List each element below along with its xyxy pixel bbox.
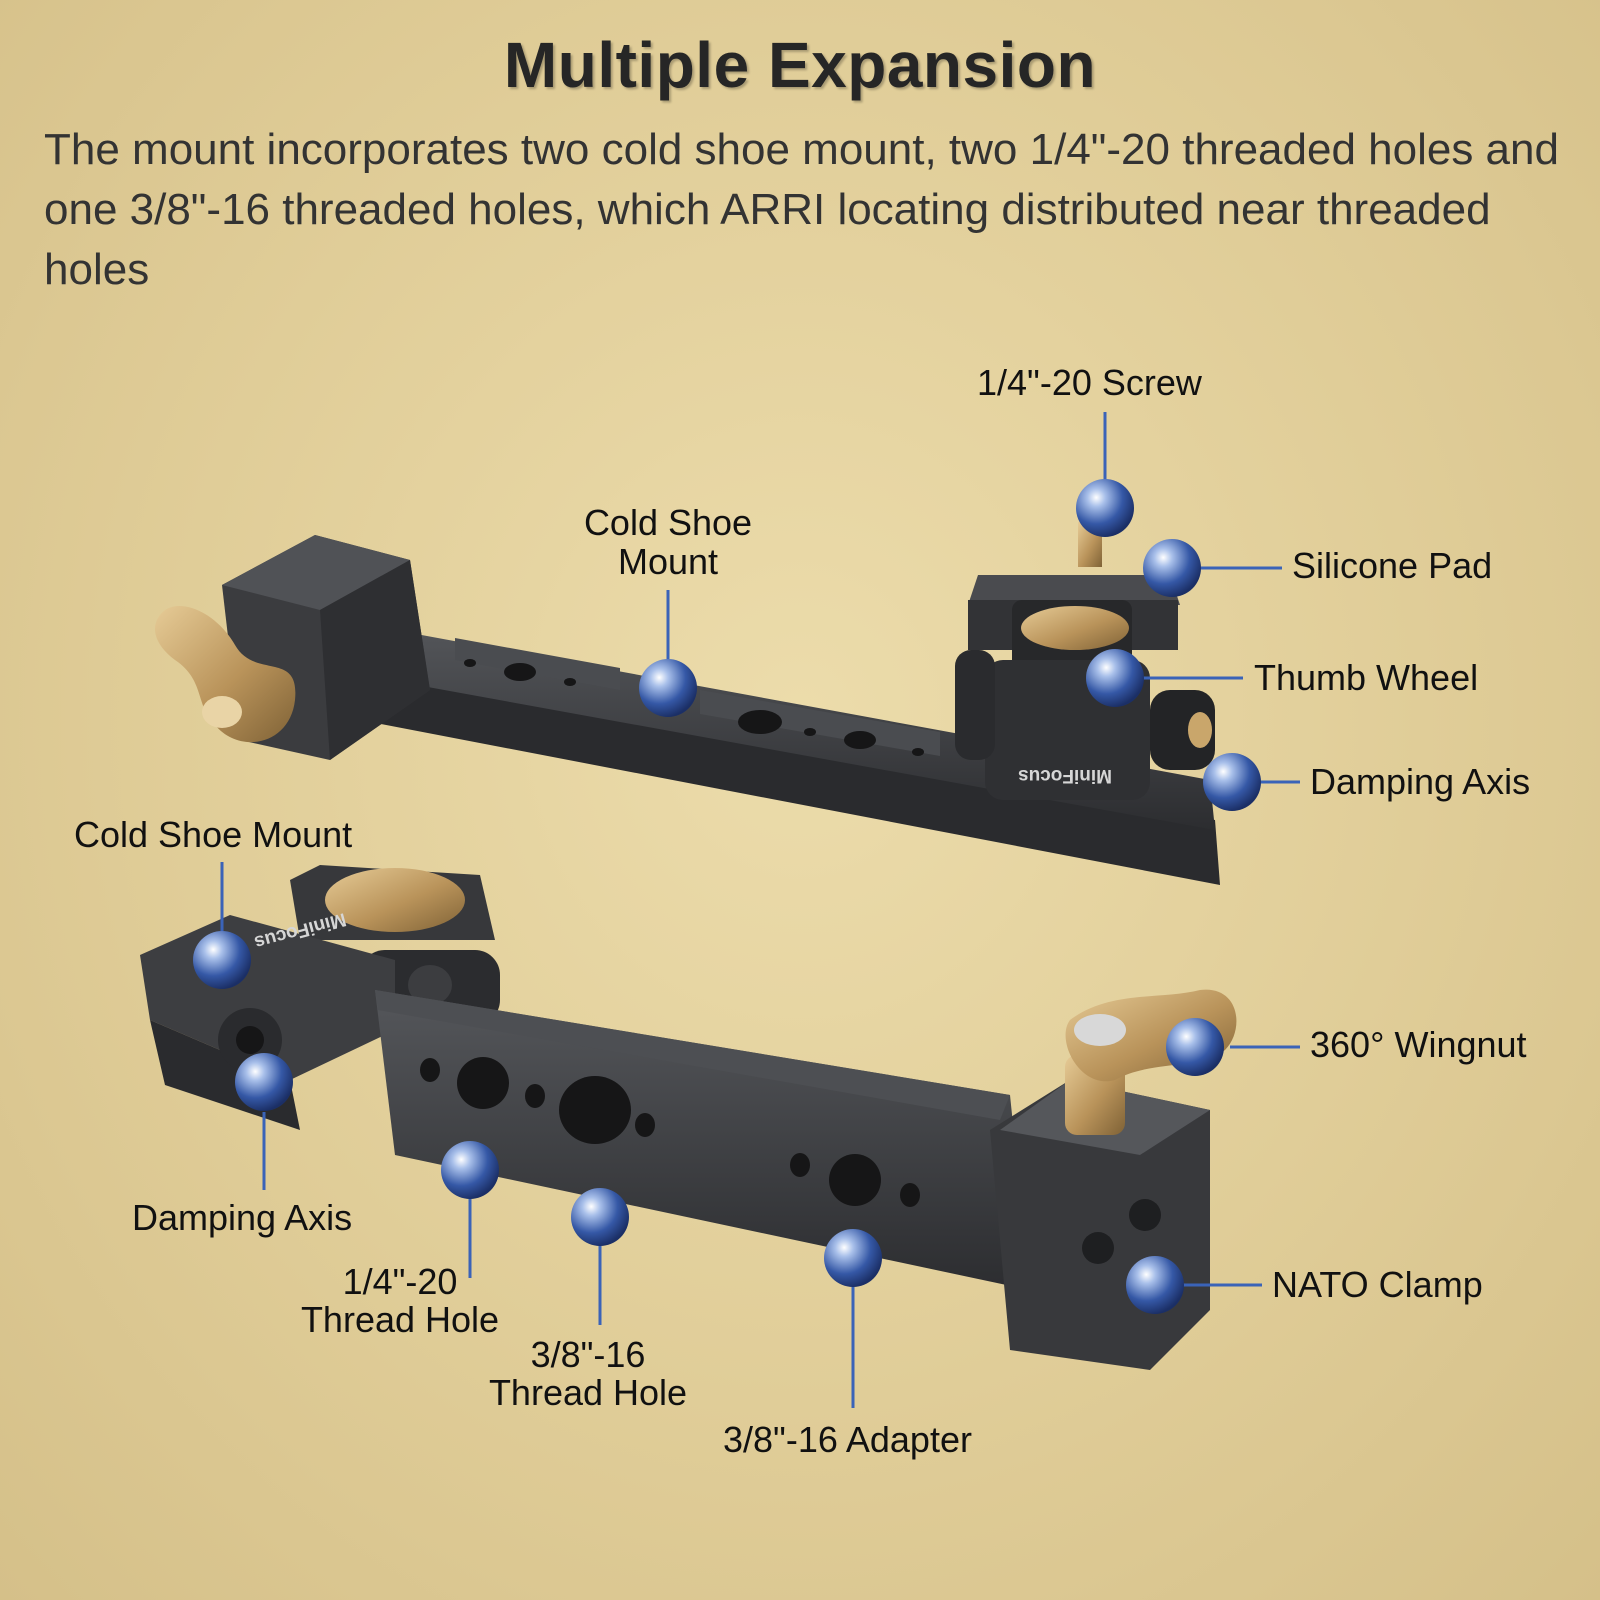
callout-marker: [1076, 479, 1134, 537]
top-bar: [355, 660, 1220, 885]
callout-marker: [1166, 1018, 1224, 1076]
callout-marker: [824, 1229, 882, 1287]
top-hole: [738, 710, 782, 734]
label-adapter: 3/8"-16 Adapter: [723, 1419, 972, 1460]
label-wingnut: 360° Wingnut: [1310, 1024, 1527, 1065]
label-three-eighth-hole-line2: Thread Hole: [488, 1372, 688, 1413]
top-mount: MiniFocus: [155, 522, 1220, 885]
label-quarter-hole-line1: 1/4"-20: [342, 1261, 458, 1302]
callout-marker: [1203, 753, 1261, 811]
page-title: Multiple Expansion: [503, 29, 1097, 101]
label-silicone-pad: Silicone Pad: [1292, 545, 1493, 586]
label-damping-axis-bottom: Damping Axis: [132, 1197, 353, 1238]
label-three-eighth-hole-line1: 3/8"-16: [530, 1334, 646, 1375]
bottom-hole: [559, 1076, 631, 1144]
bottom-hole: [829, 1154, 881, 1206]
label-cold-shoe-top-line2: Mount: [617, 541, 719, 582]
label-screw: 1/4"-20 Screw: [977, 362, 1202, 403]
callout-marker: [639, 659, 697, 717]
description: The mount incorporates two cold shoe mou…: [44, 125, 1559, 294]
top-wingnut: [155, 606, 296, 743]
label-quarter-hole-line2: Thread Hole: [300, 1299, 500, 1340]
bottom-mount: MiniFocus: [140, 865, 1237, 1370]
top-head: MiniFocus: [955, 575, 1215, 800]
callout-marker: [1086, 649, 1144, 707]
callout-lines: [220, 412, 1300, 1408]
bottom-bar: [375, 990, 1030, 1290]
callout-marker: [571, 1188, 629, 1246]
label-nato-clamp: NATO Clamp: [1272, 1264, 1483, 1305]
callout-marker: [235, 1053, 293, 1111]
top-hole: [504, 663, 536, 681]
bottom-hole: [457, 1057, 509, 1109]
callout-marker: [193, 931, 251, 989]
label-thumb-wheel: Thumb Wheel: [1254, 657, 1479, 698]
label-cold-shoe-top-line1: Cold Shoe: [583, 502, 753, 543]
callout-marker: [1143, 539, 1201, 597]
label-cold-shoe-bottom: Cold Shoe Mount: [74, 814, 353, 855]
callout-marker: [1126, 1256, 1184, 1314]
callout-markers: [193, 479, 1261, 1314]
top-brand: MiniFocus: [1018, 765, 1112, 786]
callout-marker: [441, 1141, 499, 1199]
label-damping-axis-top: Damping Axis: [1310, 761, 1531, 802]
